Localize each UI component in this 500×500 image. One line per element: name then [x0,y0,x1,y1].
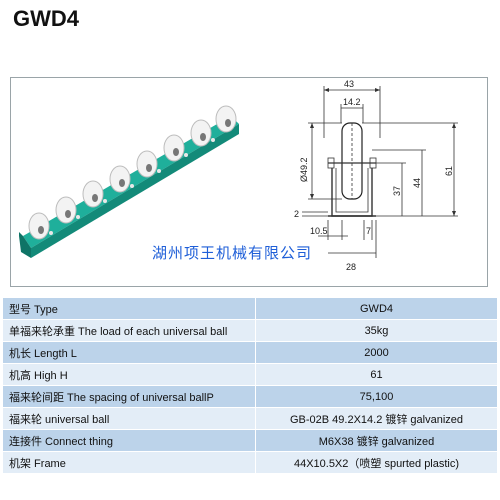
wheel-7 [190,119,212,147]
product-title: GWD4 [13,6,79,31]
dim-wheel-text: 14.2 [343,97,361,107]
table-row: 福来轮 universal ball GB-02B 49.2X14.2 镀锌 g… [3,407,497,430]
dim-h44-text: 44 [412,178,422,188]
dim-width-text: 43 [344,79,354,89]
wheel-2 [55,196,77,224]
dim-10-5-text: 10.5 [310,226,328,236]
spec-value: GB-02B 49.2X14.2 镀锌 galvanized [255,407,497,430]
company-name: 湖州项王机械有限公司 [152,244,313,262]
wheel-group [28,105,237,240]
rail-end [19,232,31,258]
spec-label: 型号 Type [3,297,256,320]
wheel-6 [163,134,185,162]
rail-bolts [49,138,215,235]
spec-label: 福来轮 universal ball [3,407,256,430]
table-row: 机架 Frame 44X10.5X2（喷塑 spurted plastic) [3,451,497,473]
spec-label: 机长 Length L [3,341,256,364]
rail-top-face [23,116,239,248]
wheel-4 [109,165,131,193]
table-row: 福来轮间距 The spacing of universal ballP 75,… [3,385,497,408]
rail-side-face [31,124,239,258]
dim-28-text: 28 [346,262,356,272]
dim-h37-text: 37 [392,186,402,196]
spec-label: 连接件 Connect thing [3,429,256,452]
spec-value: 2000 [255,341,497,364]
table-row: 单福来轮承重 The load of each universal ball 3… [3,319,497,342]
product-photo [19,105,239,258]
technical-drawing: 43 14.2 Ø49.2 37 44 61 2 10.5 7 28 [294,79,458,272]
spec-label: 机高 High H [3,363,256,386]
spec-value: 75,100 [255,385,497,408]
spec-label: 福来轮间距 The spacing of universal ballP [3,385,256,408]
spec-table: 型号 Type GWD4 单福来轮承重 The load of each uni… [3,297,497,473]
wheel-1 [28,212,50,240]
dim-h61-text: 61 [444,166,454,176]
dim-diameter-text: Ø49.2 [299,157,309,182]
spec-value: M6X38 镀锌 galvanized [255,429,497,452]
wheel-8 [215,105,237,133]
table-row: 连接件 Connect thing M6X38 镀锌 galvanized [3,429,497,452]
spec-value: GWD4 [255,297,497,320]
spec-value: 61 [255,363,497,386]
dim-2-text: 2 [294,209,299,219]
table-row: 机长 Length L 2000 [3,341,497,364]
table-row: 机高 High H 61 [3,363,497,386]
wheel-5 [136,150,158,178]
dim-7-text: 7 [366,226,371,236]
wheel-3 [82,180,104,208]
table-row: 型号 Type GWD4 [3,297,497,320]
spec-label: 单福来轮承重 The load of each universal ball [3,319,256,342]
spec-value: 44X10.5X2（喷塑 spurted plastic) [255,451,497,473]
spec-value: 35kg [255,319,497,342]
spec-label: 机架 Frame [3,451,256,473]
